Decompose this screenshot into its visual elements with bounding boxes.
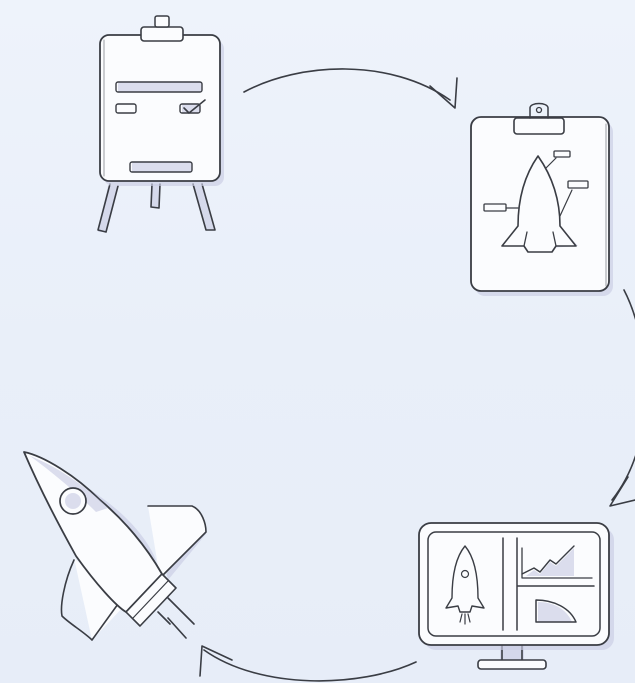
clipboard-rocket-blueprint-icon xyxy=(471,104,613,297)
step-analyze xyxy=(419,523,614,669)
step-design xyxy=(471,104,613,297)
arrow-analyze-to-launch xyxy=(200,646,416,681)
easel-checklist-icon xyxy=(98,16,224,232)
step-launch xyxy=(24,452,206,640)
step-plan xyxy=(98,16,224,232)
rocket-icon xyxy=(24,452,206,640)
monitor-dashboard-icon xyxy=(419,523,614,669)
arrow-design-to-analyze xyxy=(610,290,635,506)
arrow-plan-to-design xyxy=(244,69,457,108)
